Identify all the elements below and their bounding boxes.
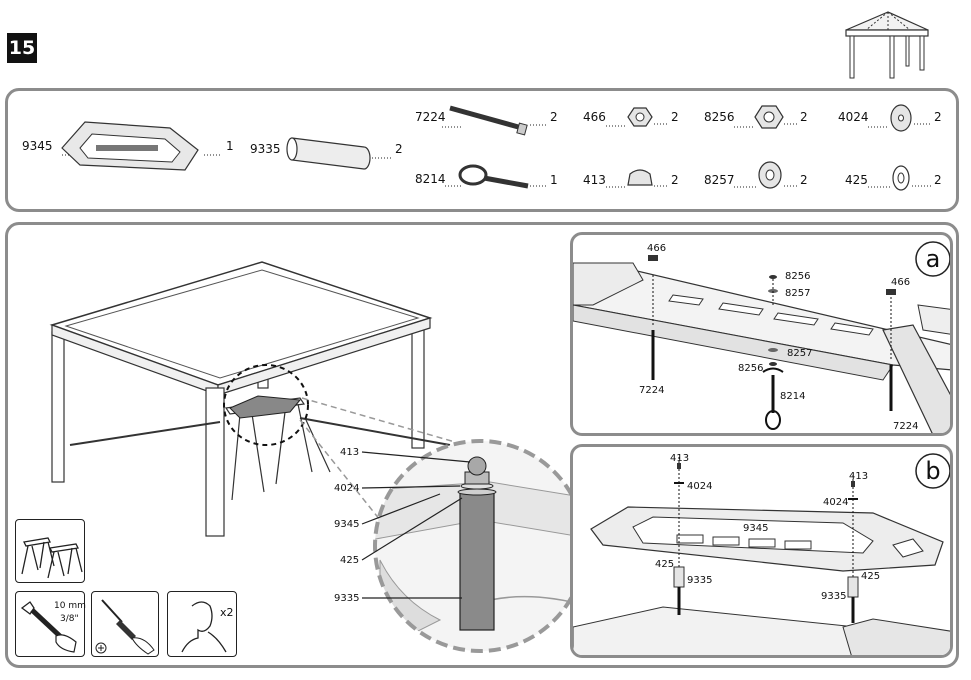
part-466-nut <box>627 107 653 127</box>
step-number: 15 <box>7 33 37 63</box>
detail-a-panel: a 466 466 8256 8257 8257 8256 8214 7224 … <box>570 232 953 436</box>
part-label: 413 <box>583 173 606 187</box>
label-9335: 9335 <box>687 575 712 586</box>
label-425: 425 <box>861 571 880 582</box>
label-8256: 8256 <box>738 363 763 374</box>
label-8256: 8256 <box>785 271 810 282</box>
callout-label-425: 425 <box>340 555 359 566</box>
callout-label-9335: 9335 <box>334 593 359 604</box>
part-label: 8256 <box>704 110 735 124</box>
part-8257-washer <box>758 161 782 189</box>
screwdriver-icon <box>95 599 155 655</box>
detail-b-panel: b 413 4024 413 4024 9345 425 9335 425 93… <box>570 444 953 658</box>
part-4024-washer <box>890 104 912 132</box>
sawhorse-icon <box>21 537 83 579</box>
part-label: 7224 <box>415 110 446 124</box>
part-qty: 2 <box>671 110 679 124</box>
part-413-capnut <box>627 169 653 186</box>
part-qty: 2 <box>671 173 679 187</box>
part-qty: 1 <box>226 139 234 153</box>
part-qty: 2 <box>550 110 558 124</box>
label-9345: 9345 <box>743 523 768 534</box>
label-425: 425 <box>655 559 674 570</box>
part-qty: 2 <box>395 142 403 156</box>
label-7224: 7224 <box>893 421 918 432</box>
label-4024: 4024 <box>687 481 712 492</box>
wrench-icon: 10 mm 3/8" <box>20 601 86 653</box>
label-8214: 8214 <box>780 391 805 402</box>
part-label: 8257 <box>704 173 735 187</box>
persons-count: x2 <box>220 606 234 619</box>
part-qty: 2 <box>800 173 808 187</box>
label-466: 466 <box>891 277 910 288</box>
tool-sawhorses <box>15 519 85 583</box>
part-425-washer <box>892 165 910 191</box>
part-9345-cover <box>61 121 199 171</box>
tool-wrench: 10 mm 3/8" <box>15 591 86 657</box>
part-label: 425 <box>845 173 868 187</box>
part-qty: 1 <box>550 173 558 187</box>
part-qty: 2 <box>800 110 808 124</box>
part-label: 9335 <box>250 142 281 156</box>
part-qty: 2 <box>934 173 942 187</box>
tool-persons: x2 <box>167 591 237 657</box>
part-label: 466 <box>583 110 606 124</box>
part-label: 4024 <box>838 110 869 124</box>
part-7224-bolt <box>449 105 528 136</box>
callout-label-4024: 4024 <box>334 483 359 494</box>
detail-b-badge: b <box>925 457 940 485</box>
label-413: 413 <box>670 453 689 464</box>
label-9335: 9335 <box>821 591 846 602</box>
detail-a-badge: a <box>926 245 941 273</box>
tool-screwdriver <box>91 591 159 657</box>
label-8257: 8257 <box>785 288 810 299</box>
wrench-inch: 3/8" <box>60 614 79 624</box>
part-8256-nut <box>754 105 784 129</box>
label-7224: 7224 <box>639 385 664 396</box>
callout-label-413: 413 <box>340 447 359 458</box>
part-9335-tube <box>286 137 371 170</box>
callout-label-9345: 9345 <box>334 519 359 530</box>
label-4024: 4024 <box>823 497 848 508</box>
part-label: 9345 <box>22 139 53 153</box>
label-413: 413 <box>849 471 868 482</box>
part-label: 8214 <box>415 172 446 186</box>
label-466: 466 <box>647 243 666 254</box>
label-8257: 8257 <box>787 348 812 359</box>
part-qty: 2 <box>934 110 942 124</box>
part-8214-eyebolt <box>458 164 529 189</box>
person-icon: x2 <box>181 601 234 653</box>
wrench-size: 10 mm <box>54 601 86 611</box>
